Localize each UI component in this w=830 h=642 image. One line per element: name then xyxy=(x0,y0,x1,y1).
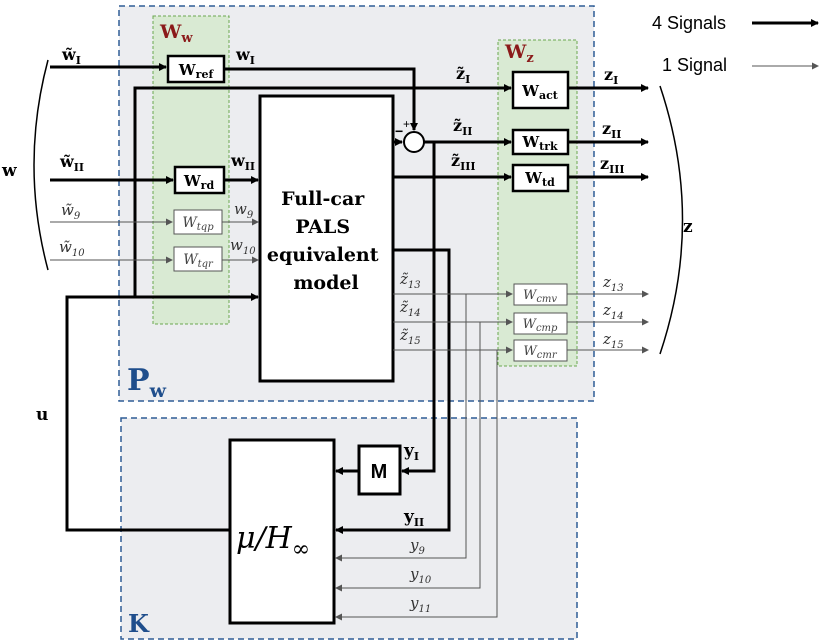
wire-y10 xyxy=(335,322,481,592)
label-z15: z15 xyxy=(602,330,624,351)
w-cmp-label: Wcmp xyxy=(523,317,558,334)
w-cmr-label: Wcmr xyxy=(523,344,557,361)
label-zt1: z̃I xyxy=(456,64,470,86)
label-z2: zII xyxy=(602,119,621,141)
w-ref-label: Wref xyxy=(178,61,215,81)
wire-u xyxy=(65,293,259,532)
label-w1: wI xyxy=(235,45,255,67)
label-y11: y11 xyxy=(409,594,431,615)
w-tqp-label: Wtqp xyxy=(182,215,214,233)
w-act-label: Wact xyxy=(521,82,559,102)
panel-k-title: K xyxy=(128,609,150,638)
wire-w1 xyxy=(224,67,418,131)
plant-label: Full-car PALS equivalent model xyxy=(267,188,385,294)
w-ref-block xyxy=(166,54,226,84)
label-y2: yII xyxy=(403,507,424,529)
label-zt14: z̃14 xyxy=(399,298,421,319)
w-tqr-label: Wtqr xyxy=(183,252,214,270)
w-rd-label: Wrd xyxy=(183,172,215,192)
w-tqr-block xyxy=(173,246,223,272)
wire-y1 xyxy=(401,142,436,475)
label-wt9: w̃9 xyxy=(61,201,81,222)
label-zt2: z̃II xyxy=(453,116,472,138)
w-act-block xyxy=(511,70,570,110)
summing-junction xyxy=(403,131,425,153)
w-trk-block xyxy=(511,128,570,156)
w-input-brace xyxy=(33,59,49,271)
label-w9: w9 xyxy=(234,200,254,221)
label-w: w xyxy=(1,161,17,181)
wire-u-branch xyxy=(133,84,512,297)
label-zt15: z̃15 xyxy=(399,326,421,347)
legend-one-label: 1 Signal xyxy=(662,55,727,75)
w-cmp-block xyxy=(513,312,568,335)
panel-pw-title: Pw xyxy=(127,363,167,402)
label-z13: z13 xyxy=(602,273,624,294)
controller-block xyxy=(228,438,336,625)
legend-four-label: 4 Signals xyxy=(652,13,726,33)
label-y1: yI xyxy=(403,441,419,463)
label-w10: w10 xyxy=(230,236,256,257)
w-trk-label: Wtrk xyxy=(521,133,558,153)
label-z3: zIII xyxy=(600,154,625,176)
plus-sign: + xyxy=(403,117,410,131)
group-wz-title: Wz xyxy=(504,41,534,66)
wire-y11 xyxy=(335,350,498,621)
w-td-label: Wtd xyxy=(524,169,555,189)
z-output-brace xyxy=(659,85,684,355)
w-cmv-label: Wcmv xyxy=(523,288,557,305)
wire-y9 xyxy=(335,294,467,562)
label-zt3: z̃III xyxy=(451,151,476,173)
w-tqp-block xyxy=(173,209,223,235)
label-zt13: z̃13 xyxy=(399,270,421,291)
w-rd-block xyxy=(173,165,226,195)
wire-y2 xyxy=(335,248,451,534)
group-ww-title: Ww xyxy=(159,21,193,46)
label-wt2: w̃II xyxy=(59,152,84,174)
label-y10: y10 xyxy=(409,565,432,586)
label-z14: z14 xyxy=(602,301,624,322)
label-u: u xyxy=(36,405,48,425)
w-td-block xyxy=(511,163,570,193)
m-label: M xyxy=(371,461,388,483)
label-y9: y9 xyxy=(409,536,425,557)
controller-label: μ/H∞ xyxy=(236,521,310,562)
minus-sign: − xyxy=(395,123,403,139)
label-z1: zI xyxy=(604,65,618,87)
label-z: z xyxy=(683,217,693,237)
label-wt10: w̃10 xyxy=(59,238,85,259)
plant-block xyxy=(258,94,395,383)
label-wt1: w̃I xyxy=(61,45,81,67)
label-w2: wII xyxy=(230,151,255,173)
